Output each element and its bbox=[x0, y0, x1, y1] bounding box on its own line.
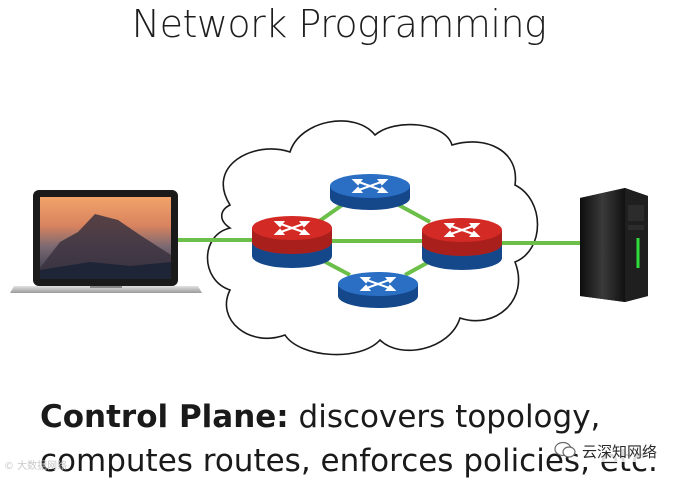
caption: Control Plane: discovers topology, compu… bbox=[40, 395, 670, 483]
router-icon bbox=[422, 218, 502, 270]
caption-label: Control Plane: bbox=[40, 399, 289, 435]
cloud-icon bbox=[206, 120, 539, 356]
caption-line1: discovers topology, bbox=[288, 399, 601, 435]
link-left-top bbox=[316, 201, 347, 224]
watermark-left: © 大数据网络 bbox=[4, 461, 68, 472]
link-top-right bbox=[394, 201, 431, 224]
page-title: Network Programming bbox=[131, 2, 547, 46]
watermark-right: 云深知网络 bbox=[580, 441, 660, 462]
server-icon bbox=[580, 188, 648, 302]
router-icon bbox=[338, 272, 418, 308]
chat-bubble-icon bbox=[554, 441, 576, 458]
router-icon bbox=[330, 174, 410, 210]
laptop-icon bbox=[10, 190, 202, 293]
router-icon bbox=[252, 216, 332, 268]
